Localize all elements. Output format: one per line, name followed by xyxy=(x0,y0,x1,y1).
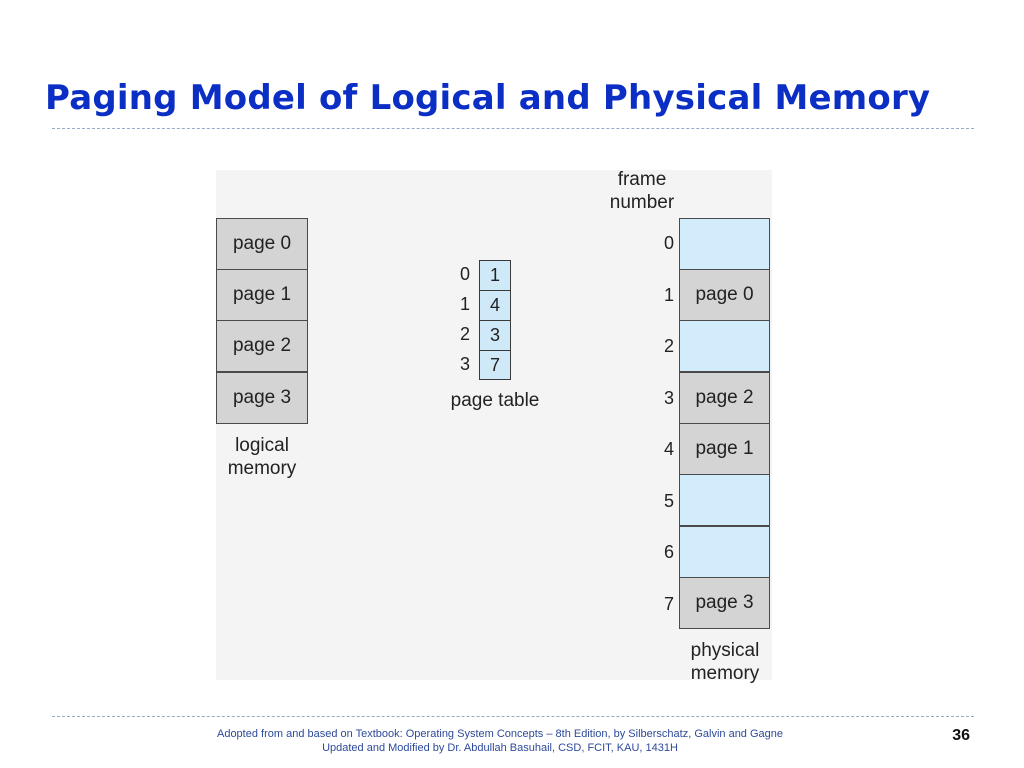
footer-divider xyxy=(52,716,974,717)
frame-number-4: 4 xyxy=(663,439,674,459)
frame-number-5: 5 xyxy=(663,491,674,511)
page-table-index-3: 3 xyxy=(459,354,470,374)
frame-number-0: 0 xyxy=(663,233,674,253)
logical-page-2: page 2 xyxy=(216,320,308,372)
footer-credits: Adopted from and based on Textbook: Oper… xyxy=(150,727,850,755)
physical-frame-1: page 0 xyxy=(679,269,770,321)
physical-frame-5 xyxy=(679,474,770,526)
slide-number: 36 xyxy=(952,727,970,744)
title-divider xyxy=(52,128,974,129)
logical-page-0: page 0 xyxy=(216,218,308,270)
page-table-index-0: 0 xyxy=(459,264,470,284)
page-table-entry-1: 4 xyxy=(479,290,511,321)
frame-number-3: 3 xyxy=(663,388,674,408)
frame-number-header: frame number xyxy=(592,168,692,214)
page-table-entry-2: 3 xyxy=(479,320,511,351)
page-table-index-1: 1 xyxy=(459,294,470,314)
frame-number-header-line1: frame xyxy=(617,169,667,190)
physical-frame-6 xyxy=(679,526,770,578)
logical-memory-caption-line2: memory xyxy=(227,458,297,479)
physical-frame-4: page 1 xyxy=(679,423,770,475)
frame-number-1: 1 xyxy=(663,285,674,305)
page-table-index-2: 2 xyxy=(459,324,470,344)
frame-number-2: 2 xyxy=(663,336,674,356)
physical-frame-3: page 2 xyxy=(679,372,770,424)
physical-frame-0 xyxy=(679,218,770,270)
page-table-caption: page table xyxy=(450,390,540,411)
physical-memory-caption-line1: physical xyxy=(690,640,760,661)
footer-line-1: Adopted from and based on Textbook: Oper… xyxy=(216,728,784,740)
physical-memory-caption-line2: memory xyxy=(690,663,760,684)
slide-title: Paging Model of Logical and Physical Mem… xyxy=(45,78,931,118)
physical-frame-7: page 3 xyxy=(679,577,770,629)
logical-page-1: page 1 xyxy=(216,269,308,321)
frame-number-6: 6 xyxy=(663,542,674,562)
frame-number-7: 7 xyxy=(663,594,674,614)
physical-memory-caption: physical memory xyxy=(675,639,775,685)
footer-line-2: Updated and Modified by Dr. Abdullah Bas… xyxy=(322,742,678,754)
logical-page-3: page 3 xyxy=(216,372,308,424)
physical-frame-2 xyxy=(679,320,770,372)
logical-memory-caption: logical memory xyxy=(212,434,312,480)
frame-number-header-line2: number xyxy=(609,192,675,213)
page-table-entry-3: 7 xyxy=(479,350,511,380)
page-table-entry-0: 1 xyxy=(479,260,511,291)
logical-memory-caption-line1: logical xyxy=(235,435,289,456)
